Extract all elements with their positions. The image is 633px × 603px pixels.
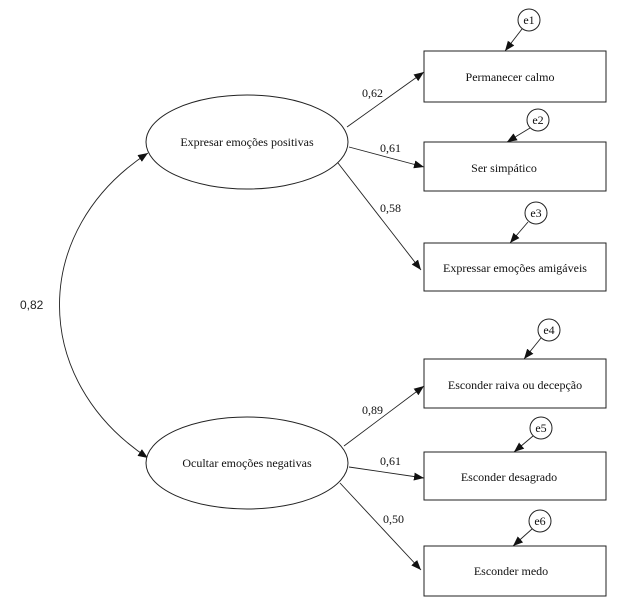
error-label: e5 [535, 421, 546, 435]
error-arrow [509, 221, 529, 244]
latent-label: Ocultar emoções negativas [182, 456, 312, 470]
latent-ellipse [145, 94, 349, 190]
loading-label: 0,50 [383, 512, 404, 526]
loading-label: 0,61 [380, 454, 401, 468]
error-arrow [506, 127, 531, 143]
error-term-e5: e5 [513, 416, 553, 453]
error-label: e1 [523, 13, 534, 27]
indicator-expressar-emocoes-amigaveis: Expressar emoções amigáveis [423, 242, 607, 292]
loading-label: 0,58 [380, 201, 401, 215]
error-circle [528, 509, 552, 533]
latent-ellipse [145, 416, 349, 510]
error-circle [524, 201, 548, 225]
indicator-esconder-raiva: Esconder raiva ou decepção [423, 358, 607, 409]
indicator-permanecer-calmo: Permanecer calmo [423, 50, 607, 103]
error-term-e4: e4 [523, 318, 561, 360]
loading-arrow [346, 71, 425, 128]
latent-variable-positive: Expresar emoções positivas [145, 94, 349, 190]
indicator-box [423, 50, 607, 103]
covariance-label: 0,82 [20, 298, 44, 312]
error-label: e4 [543, 323, 554, 337]
indicator-ser-simpatico: Ser simpático [423, 141, 607, 192]
latent-label: Expresar emoções positivas [180, 135, 314, 149]
error-arrow [523, 337, 542, 360]
latent-variable-negative: Ocultar emoções negativas [145, 416, 349, 510]
error-term-e2: e2 [506, 108, 550, 143]
error-circle [529, 416, 553, 440]
error-arrow [513, 435, 534, 453]
error-circle [517, 8, 541, 32]
indicator-label: Esconder raiva ou decepção [448, 378, 582, 392]
error-arrow [512, 528, 533, 547]
indicator-box [423, 451, 607, 501]
loading-arrow [337, 162, 422, 271]
loading-arrow [339, 482, 422, 571]
indicator-box [423, 358, 607, 409]
loading-arrow [348, 466, 425, 481]
error-term-e6: e6 [512, 509, 552, 547]
indicator-label: Ser simpático [471, 161, 537, 175]
error-circle [526, 108, 550, 132]
error-term-e1: e1 [504, 8, 541, 52]
indicator-label: Expressar emoções amigáveis [443, 261, 587, 275]
loading-label: 0,62 [362, 86, 383, 100]
indicator-label: Esconder desagrado [461, 470, 557, 484]
indicator-label: Permanecer calmo [466, 70, 555, 84]
loading-label: 0,61 [380, 141, 401, 155]
loading-arrow [348, 146, 425, 169]
error-circle [537, 318, 561, 342]
error-term-e3: e3 [509, 201, 548, 244]
error-label: e2 [532, 113, 543, 127]
loading-arrow [343, 385, 425, 447]
indicator-esconder-medo: Esconder medo [423, 545, 607, 597]
indicator-box [423, 242, 607, 292]
indicator-box [423, 141, 607, 192]
error-arrow [504, 28, 523, 52]
error-label: e3 [530, 206, 541, 220]
loading-label: 0,89 [362, 403, 383, 417]
indicator-box [423, 545, 607, 597]
covariance-arrow [59, 152, 149, 459]
indicator-label: Esconder medo [474, 564, 548, 578]
indicator-esconder-desagrado: Esconder desagrado [423, 451, 607, 501]
error-label: e6 [534, 514, 545, 528]
